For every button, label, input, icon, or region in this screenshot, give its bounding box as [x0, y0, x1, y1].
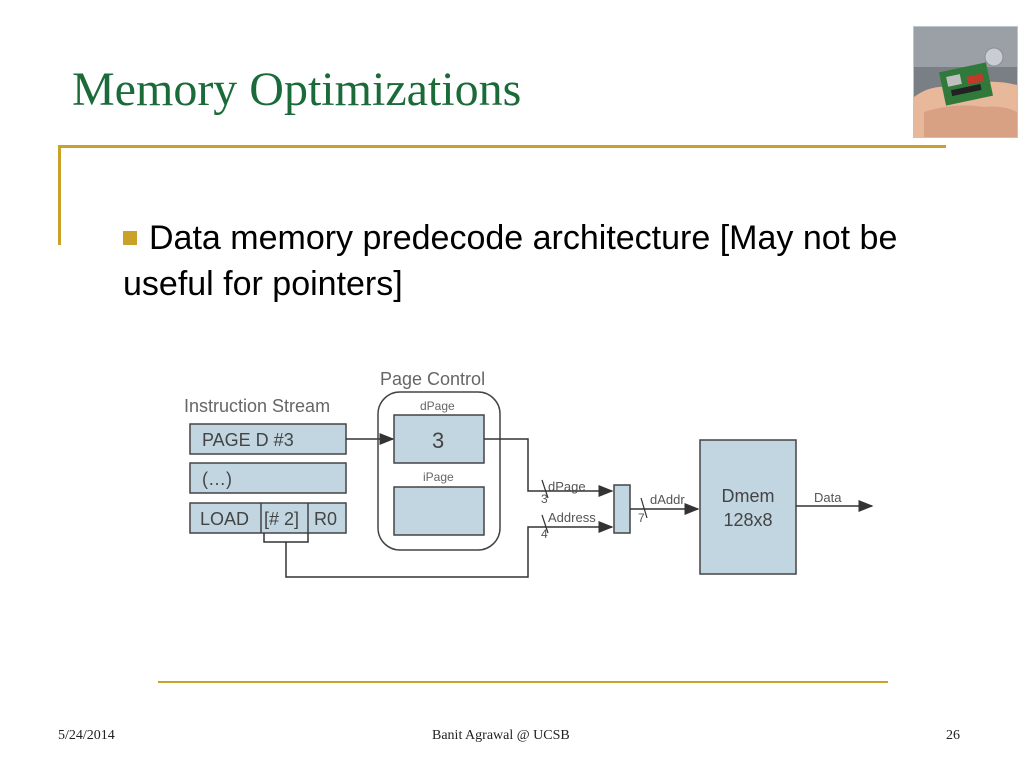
footer-date: 5/24/2014 [58, 728, 115, 743]
instr-load-text: LOAD [200, 509, 249, 529]
bus-address-width: 4 [541, 527, 548, 541]
daddr-width: 7 [638, 511, 645, 525]
ipage-register-label: iPage [423, 470, 454, 484]
page-control-label: Page Control [380, 369, 485, 389]
address-bus [285, 521, 614, 578]
instr-page-text: PAGE D #3 [202, 430, 294, 450]
instr-operand-text: [# 2] [264, 509, 299, 529]
instr-page-box [189, 423, 347, 455]
device-photo [913, 26, 1018, 138]
dmem-size: 128x8 [723, 510, 772, 530]
page-control-container [377, 391, 501, 551]
data-out-label: Data [814, 490, 842, 505]
daddr-label: dAddr [650, 492, 685, 507]
bullet-text: Data memory predecode architecture [May … [123, 219, 898, 303]
operand-bracket [263, 533, 309, 543]
instr-ellipsis-text: (…) [202, 469, 232, 489]
instruction-stream-label: Instruction Stream [184, 396, 330, 416]
bullet-marker [123, 231, 137, 245]
predecode-architecture-diagram: Instruction Stream PAGE D #3 (…) LOAD [#… [184, 369, 874, 578]
dpage-bus [484, 438, 614, 497]
title-side-rule [58, 145, 61, 245]
bus-address-slash [541, 514, 549, 534]
footer-author: Banit Agrawal @ UCSB [432, 728, 570, 743]
hand-holding-board-icon [914, 27, 1017, 137]
footer-page-number: 26 [946, 728, 960, 743]
bus-dpage-slash [541, 479, 549, 499]
slide-title: Memory Optimizations [72, 63, 522, 116]
dmem-block [699, 439, 797, 575]
dpage-register [393, 414, 485, 464]
bullet-item: Data memory predecode architecture [May … [123, 215, 993, 307]
dpage-register-value: 3 [432, 428, 444, 453]
dmem-label: Dmem [722, 486, 775, 506]
title-underline [58, 145, 946, 148]
instr-ellipsis-box [189, 462, 347, 494]
instr-load-box [189, 502, 347, 534]
dpage-register-label: dPage [420, 399, 455, 413]
bus-dpage-label: dPage [548, 479, 586, 494]
ipage-register [393, 486, 485, 536]
footer-rule [158, 681, 888, 683]
instr-reg-text: R0 [314, 509, 337, 529]
daddr-slash [640, 497, 648, 519]
address-concat-block [613, 484, 631, 534]
bus-address-label: Address [548, 510, 596, 525]
bus-dpage-width: 3 [541, 492, 548, 506]
